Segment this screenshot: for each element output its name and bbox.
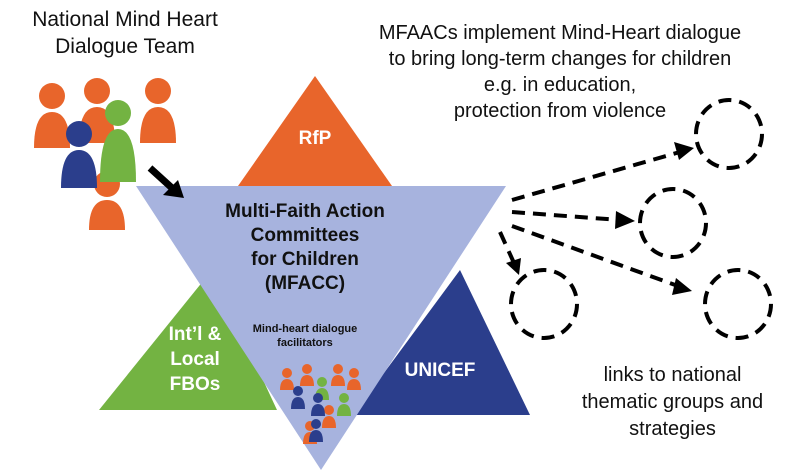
- unicef-label: UNICEF: [404, 360, 476, 381]
- facilitators-label: Mind-heart dialogue facilitators: [252, 323, 358, 349]
- links-description: links to national thematic groups and st…: [581, 364, 764, 440]
- fbo-triangle: [99, 270, 277, 410]
- theme-arrows: [498, 142, 694, 295]
- unicef-triangle: [353, 270, 530, 415]
- team-arrow: [147, 165, 184, 198]
- team-title: National Mind Heart Dialogue Team: [32, 8, 218, 58]
- fbo-label: Int’l & Local FBOs: [168, 324, 222, 395]
- mfaacs-description: MFAACs implement Mind-Heart dialogue to …: [378, 22, 742, 122]
- team-people: [34, 78, 176, 230]
- mfacc-title: Multi-Faith Action Committees for Childr…: [225, 201, 385, 294]
- facilitator-people: [280, 364, 361, 444]
- rfp-label: RfP: [298, 128, 332, 149]
- rfp-triangle: [238, 76, 392, 186]
- theme-circles: [509, 98, 773, 340]
- mfacc-triangle: [136, 186, 506, 470]
